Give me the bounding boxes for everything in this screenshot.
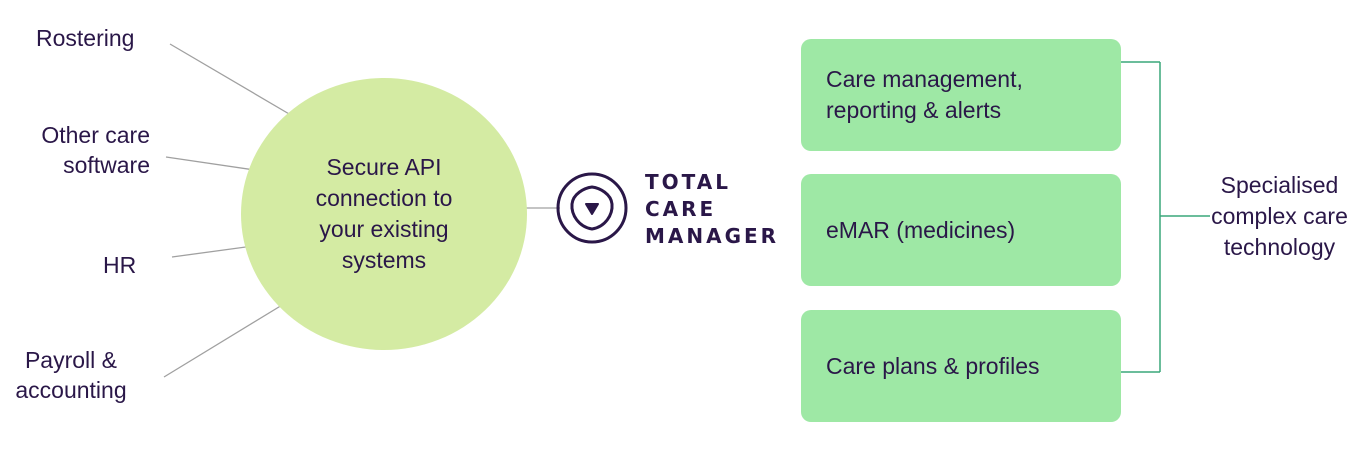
module-care-plans: Care plans & profiles [801, 310, 1121, 422]
api-hub-circle [241, 78, 527, 350]
input-hr: HR [103, 252, 137, 278]
module-care-management: Care management, reporting & alerts [801, 39, 1121, 151]
logo-wordmark: TOTAL CARE MANAGER [645, 170, 780, 248]
shield-circle-icon [556, 172, 628, 244]
bracket [1121, 61, 1210, 373]
module-emar: eMAR (medicines) [801, 174, 1121, 286]
input-payroll-accounting: Payroll & accounting [15, 347, 127, 403]
api-hub-text: Secure API connection to your existing s… [315, 154, 453, 273]
bracket-label: Specialised complex care technology [1211, 172, 1348, 260]
connector-payroll [163, 298, 293, 378]
input-other-care-software: Other care software [41, 122, 150, 178]
input-rostering: Rostering [36, 25, 135, 51]
connector-rostering [169, 43, 297, 119]
